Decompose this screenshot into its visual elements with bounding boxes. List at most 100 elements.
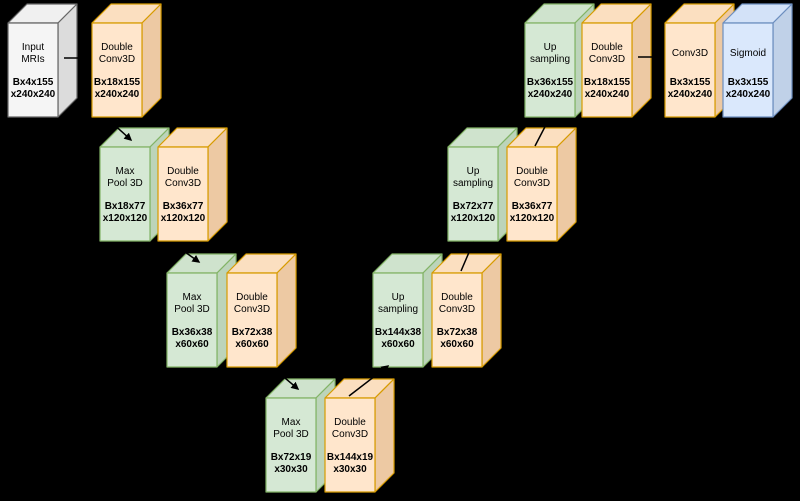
box-front-face	[447, 146, 499, 242]
flow-arrow-conv6-to-up1	[534, 117, 550, 147]
box-front-face	[166, 272, 218, 368]
box-side-face	[481, 253, 502, 368]
box-dims-line: x240x240	[95, 89, 140, 100]
box-dims-line: x30x30	[274, 464, 308, 475]
box-label-line: Conv3D	[439, 304, 475, 315]
box-label-line: sampling	[453, 178, 493, 189]
box-label-line: Max	[183, 292, 202, 303]
box-dims-line: x240x240	[585, 89, 630, 100]
box-label-line: Up	[544, 42, 557, 53]
box-dims-line: Bx72x19	[271, 452, 312, 463]
box-dims-line: Bx72x77	[453, 201, 494, 212]
box-label-line: Conv3D	[514, 178, 550, 189]
box-label-line: Sigmoid	[730, 48, 766, 59]
box-label-line: sampling	[378, 304, 418, 315]
box-dims-line: Bx4x155	[13, 77, 54, 88]
box-dims-line: Bx18x155	[584, 77, 631, 88]
box-label-line: Pool 3D	[174, 304, 210, 315]
box-label-line: Pool 3D	[273, 429, 309, 440]
box-front-face	[324, 397, 376, 493]
box-label-line: Input	[22, 42, 44, 53]
box-front-face	[722, 22, 774, 118]
box-dims-line: Bx36x155	[527, 77, 574, 88]
box-front-face	[265, 397, 317, 493]
flow-arrow-conv4-to-up3	[348, 365, 390, 397]
box-label-line: Max	[282, 417, 301, 428]
box-label-line: Double	[591, 42, 623, 53]
box-dims-line: Bx144x19	[327, 452, 374, 463]
box-dims-line: Bx3x155	[670, 77, 711, 88]
box-front-face	[524, 22, 576, 118]
box-front-face	[99, 146, 151, 242]
flow-arrow-conv2-to-pool2	[177, 246, 201, 263]
box-side-face	[57, 3, 78, 118]
box-dims-line: x240x240	[528, 89, 573, 100]
box-front-face	[372, 272, 424, 368]
box-dims-line: x60x60	[440, 339, 474, 350]
box-dims-line: x240x240	[11, 89, 56, 100]
box-dims-line: Bx18x77	[105, 201, 146, 212]
box-label-line: Up	[467, 166, 480, 177]
box-label-line: MRIs	[21, 54, 44, 65]
box-label-line: Double	[167, 166, 199, 177]
box-dims-line: Bx3x155	[728, 77, 769, 88]
box-dims-line: x30x30	[333, 464, 367, 475]
box-label-line: Double	[101, 42, 133, 53]
box-dims-line: Bx144x38	[375, 327, 422, 338]
flow-arrow-conv5-to-up2	[460, 241, 475, 272]
box-front-face	[226, 272, 278, 368]
box-label-line: Conv3D	[589, 54, 625, 65]
box-front-face	[506, 146, 558, 242]
box-front-face	[581, 22, 633, 118]
box-dims-line: x120x120	[510, 213, 555, 224]
box-dims-line: x120x120	[451, 213, 496, 224]
box-dims-line: Bx36x77	[163, 201, 204, 212]
box-front-face	[157, 146, 209, 242]
box-dims-line: Bx18x155	[94, 77, 141, 88]
box-front-face	[664, 22, 716, 118]
box-dims-line: x120x120	[161, 213, 206, 224]
box-front-face	[431, 272, 483, 368]
box-label-line: Max	[116, 166, 135, 177]
box-dims-line: x240x240	[726, 89, 771, 100]
box-side-face	[556, 127, 577, 242]
box-dims-line: Bx36x38	[172, 327, 213, 338]
box-side-face	[141, 3, 162, 118]
box-dims-line: Bx72x38	[437, 327, 478, 338]
box-dims-line: Bx72x38	[232, 327, 273, 338]
box-dims-line: x120x120	[103, 213, 148, 224]
box-label-line: Conv3D	[165, 178, 201, 189]
box-side-face	[276, 253, 297, 368]
box-side-face	[631, 3, 652, 118]
box-dims-line: Bx36x77	[512, 201, 553, 212]
box-dims-line: x60x60	[175, 339, 209, 350]
box-label-line: Conv3D	[99, 54, 135, 65]
flow-arrow-conv3-to-pool3	[278, 372, 300, 390]
flow-arrow-conv1-to-pool1	[109, 120, 133, 142]
box-label-line: Double	[236, 292, 268, 303]
box-dims-line: x60x60	[235, 339, 269, 350]
box-label-line: Conv3D	[234, 304, 270, 315]
box-label-line: Pool 3D	[107, 178, 143, 189]
box-side-face	[374, 378, 395, 493]
box-label-line: Double	[334, 417, 366, 428]
box-label-line: sampling	[530, 54, 570, 65]
box-dims-line: x60x60	[381, 339, 415, 350]
box-front-face	[91, 22, 143, 118]
box-label-line: Conv3D	[332, 429, 368, 440]
box-label-line: Double	[441, 292, 473, 303]
box-dims-line: x240x240	[668, 89, 713, 100]
box-front-face	[7, 22, 59, 118]
